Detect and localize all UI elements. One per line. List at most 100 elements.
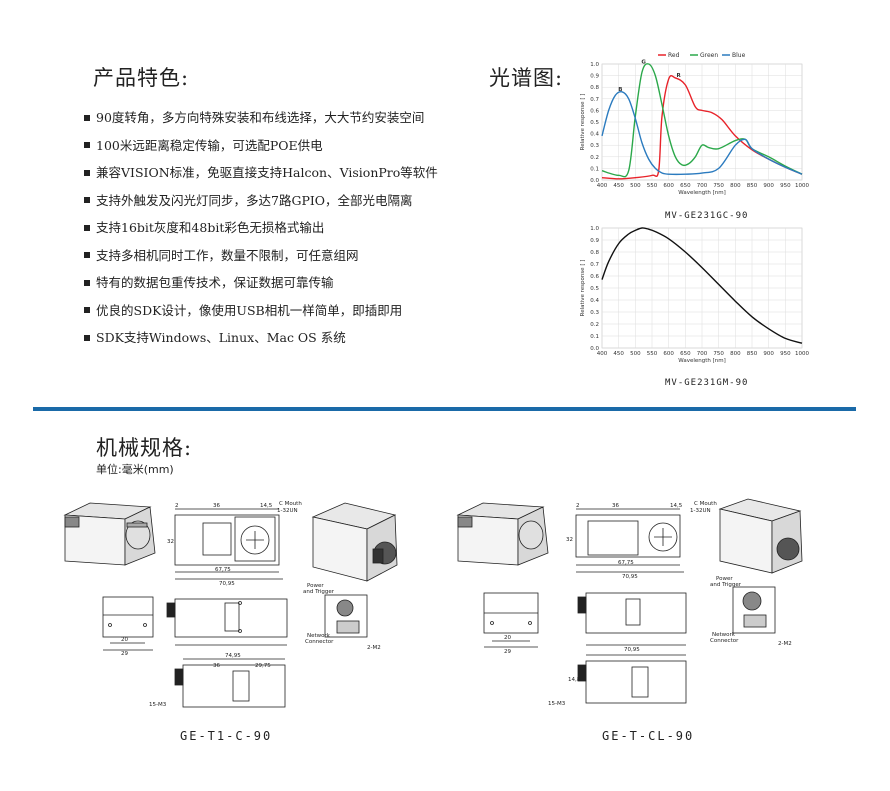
c-mouth-thread: 1-32UN: [277, 508, 298, 514]
dim-67-75-r: 67,75: [618, 560, 634, 566]
side-view: [166, 598, 288, 646]
dim-32: 32: [167, 539, 174, 545]
connector-label-r: Connector: [710, 638, 739, 644]
camera-iso-left-2: [456, 502, 549, 566]
feature-text: 支持多相机同时工作，数量不限制，可任意组网: [96, 247, 359, 263]
c-mouth-thread-r: 1-32UN: [690, 508, 711, 514]
camera-iso-left: [63, 502, 156, 566]
y-tick-label: 0.8: [590, 85, 599, 91]
x-tick-label: 400: [597, 183, 608, 189]
x-axis-label: Wavelength [nm]: [678, 358, 726, 364]
dim-74-95: 74,95: [225, 653, 241, 659]
y-tick-label: 0.5: [590, 120, 599, 126]
dim-70-95: 70,95: [219, 581, 235, 587]
feature-text: 支持外触发及闪光灯同步，多达7路GPIO，全部光电隔离: [96, 192, 413, 208]
x-tick-label: 800: [730, 351, 741, 357]
bullet-icon: [84, 334, 90, 341]
x-tick-label: 550: [647, 351, 658, 357]
dim-2-r: 2: [576, 503, 580, 509]
connector-label: Connector: [305, 639, 334, 645]
side-view-2: [577, 592, 687, 646]
dim-14-8: 14,8: [568, 677, 581, 683]
feature-text: 支持16bit灰度和48bit彩色无损格式输出: [96, 220, 325, 235]
model-right: GE-T-CL-90: [602, 729, 695, 743]
dim-14-5-r: 14,5: [670, 503, 683, 509]
bullet-icon: [84, 252, 90, 258]
x-tick-label: 1000: [795, 351, 809, 357]
bottom-view: [174, 658, 286, 708]
y-tick-label: 0.0: [590, 178, 599, 184]
feature-item: 支持外触发及闪光灯同步，多达7路GPIO，全部光电隔离: [84, 187, 484, 215]
bullet-icon: [84, 114, 90, 121]
legend-label: Green: [700, 52, 718, 59]
peak-label: G: [641, 59, 646, 65]
y-tick-label: 0.3: [590, 143, 599, 149]
x-tick-label: 600: [663, 183, 674, 189]
y-axis-label: Relative response [ ]: [580, 94, 586, 151]
unit-label: 单位:毫米(mm): [96, 463, 174, 476]
feature-text: 100米远距离稳定传输，可选配POE供电: [96, 137, 323, 153]
feature-item: 特有的数据包重传技术，保证数据可靠传输: [84, 269, 484, 297]
y-tick-label: 0.2: [590, 322, 599, 328]
camera-iso-right: [311, 502, 398, 582]
m2-label-r: 2-M2: [778, 641, 792, 647]
dim-67-75: 67,75: [215, 567, 231, 573]
trigger-label: and Trigger: [303, 589, 335, 595]
m3-label-r: 15-M3: [548, 701, 566, 707]
x-tick-label: 450: [613, 351, 624, 357]
y-tick-label: 1.0: [590, 226, 599, 232]
back-view-2: [483, 592, 539, 648]
m2-label: 2-M2: [367, 645, 381, 651]
dim-70-95-b: 70,95: [624, 647, 640, 653]
c-mouth-label: C Mouth: [279, 501, 302, 507]
y-tick-label: 0.0: [590, 346, 599, 352]
dim-36: 36: [213, 503, 220, 509]
dim-32-r: 32: [566, 537, 573, 543]
dim-29: 29: [121, 651, 128, 657]
x-tick-label: 600: [663, 351, 674, 357]
features-title: 产品特色:: [93, 66, 190, 90]
connector-view: [324, 594, 368, 638]
x-tick-label: 850: [747, 351, 758, 357]
x-tick-label: 900: [763, 351, 774, 357]
feature-text: 特有的数据包重传技术，保证数据可靠传输: [96, 275, 334, 290]
mono-chart-caption: MV-GE231GM-90: [665, 378, 749, 388]
y-tick-label: 0.2: [590, 155, 599, 161]
peak-label: B: [618, 87, 622, 93]
x-tick-label: 950: [780, 351, 791, 357]
feature-item: 优良的SDK设计，像使用USB相机一样简单，即插即用: [84, 297, 484, 325]
x-tick-label: 750: [713, 183, 724, 189]
x-tick-label: 500: [630, 183, 641, 189]
y-tick-label: 0.8: [590, 250, 599, 256]
connector-view-2: [732, 586, 776, 634]
feature-item: 支持多相机同时工作，数量不限制，可任意组网: [84, 242, 484, 270]
bottom-view-2: [577, 654, 687, 704]
dim-36-b: 36: [213, 663, 220, 669]
x-tick-label: 550: [647, 183, 658, 189]
dim-29-75: 29,75: [255, 663, 271, 669]
mechanical-title: 机械规格:: [96, 436, 193, 460]
series-line-red: [601, 74, 803, 180]
bullet-icon: [84, 224, 90, 231]
m3-label: 15-M3: [149, 702, 167, 708]
y-tick-label: 0.7: [590, 97, 599, 103]
x-tick-label: 650: [680, 351, 691, 357]
power-label-r: Power: [716, 576, 733, 582]
dim-14-5: 14,5: [260, 503, 273, 509]
feature-text: 90度转角，多方向特殊安装和布线选择，大大节约安装空间: [96, 110, 425, 125]
spectrum-title: 光谱图:: [489, 66, 564, 90]
left-camera-drawings: 2 36 14,5 C Mouth 1-32UN 32 67,75 70,95 …: [63, 501, 398, 708]
feature-text: SDK支持Windows、Linux、Mac OS 系统: [96, 330, 346, 345]
trigger-label-r: and Trigger: [710, 582, 742, 588]
network-label-r: Network: [712, 632, 736, 638]
series-line-blue: [601, 90, 803, 176]
feature-text: 优良的SDK设计，像使用USB相机一样简单，即插即用: [96, 302, 403, 318]
y-tick-label: 0.9: [590, 238, 599, 244]
x-tick-label: 750: [713, 351, 724, 357]
legend-label: Blue: [732, 52, 746, 59]
dim-20-r: 20: [504, 635, 511, 641]
feature-text: 兼容VISION标准，免驱直接支持Halcon、VisionPro等软件: [96, 165, 438, 180]
y-tick-label: 0.4: [590, 298, 599, 304]
y-tick-label: 0.5: [590, 286, 599, 292]
